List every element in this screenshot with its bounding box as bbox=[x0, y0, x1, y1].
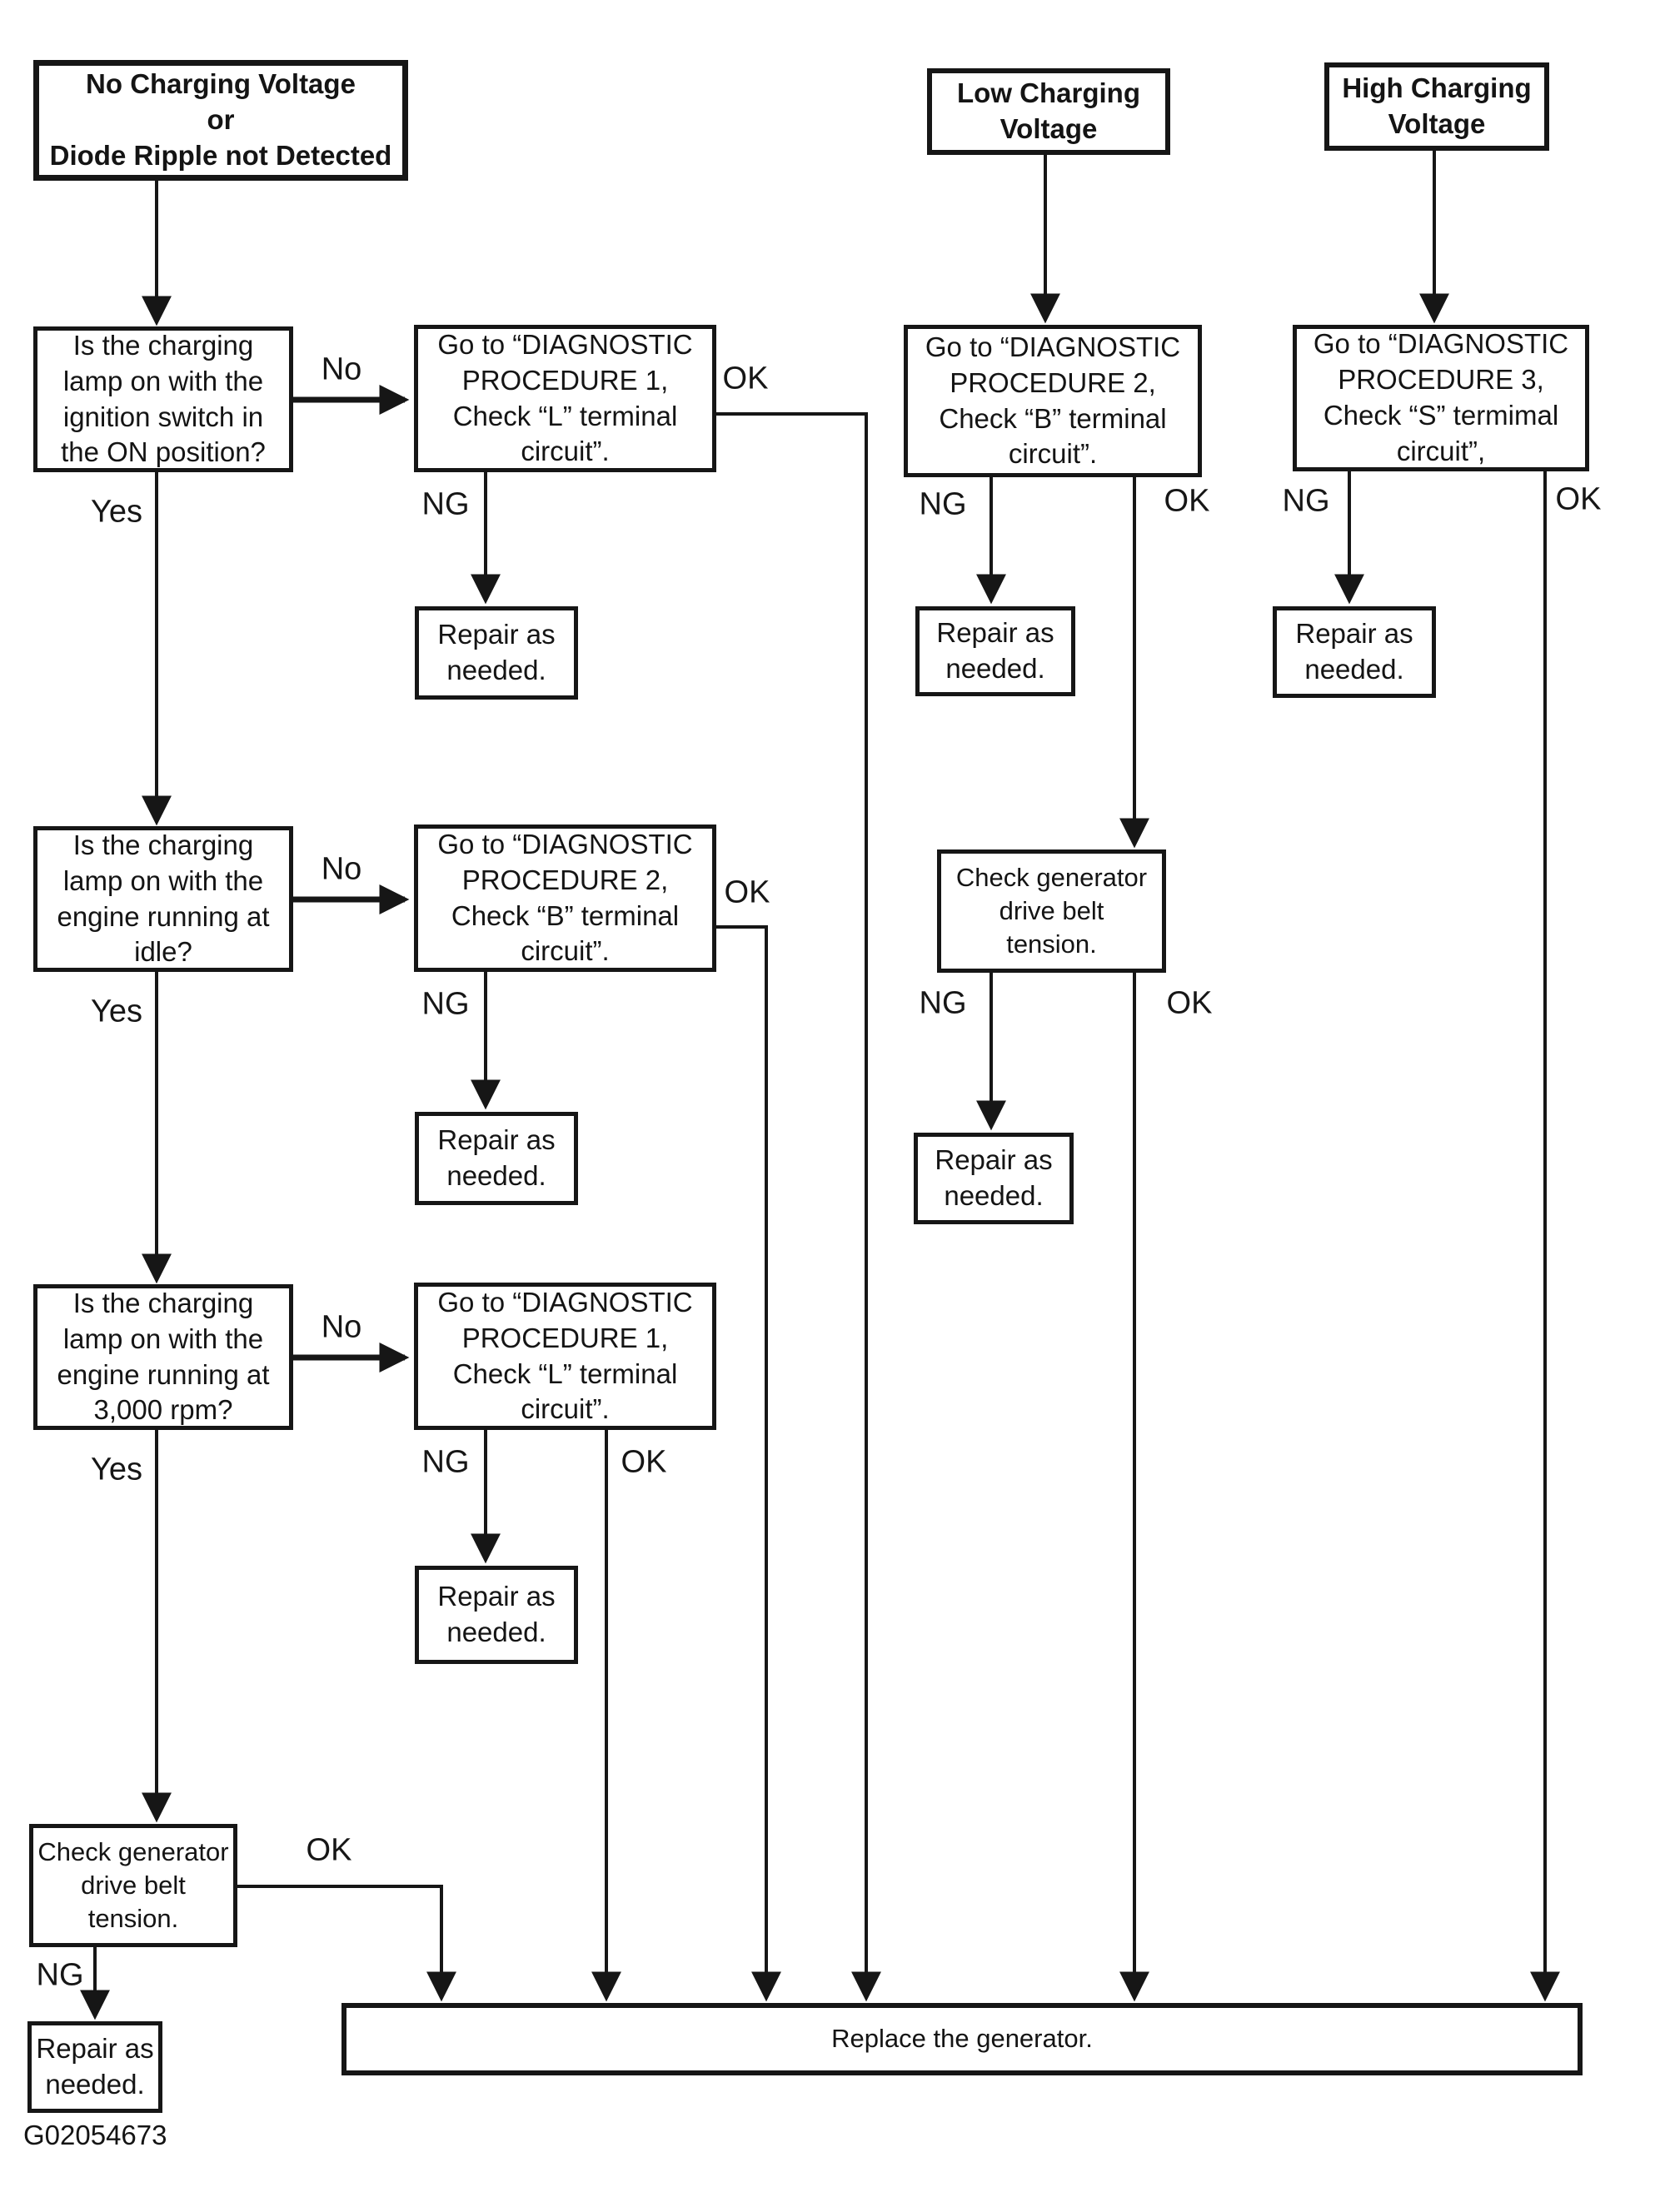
start-high-charging-voltage: High Charging Voltage bbox=[1324, 62, 1549, 151]
process-check-belt-tension-left: Check generator drive belt tension. bbox=[29, 1824, 237, 1947]
process-repair-as-needed-7: Repair as needed. bbox=[1273, 606, 1436, 698]
connector-proc2-ok-replace bbox=[716, 925, 781, 2002]
edge-label-ng-2: NG bbox=[421, 986, 470, 1022]
edge-label-no-1: No bbox=[321, 351, 362, 387]
process-repair-as-needed-3: Repair as needed. bbox=[415, 1566, 578, 1664]
question-lamp-ignition-on: Is the charging lamp on with the ignitio… bbox=[33, 326, 293, 472]
process-repair-as-needed-5: Repair as needed. bbox=[915, 606, 1075, 696]
edge-label-ng-5: NG bbox=[919, 486, 967, 522]
start-no-charging-voltage: No Charging Voltage or Diode Ripple not … bbox=[33, 60, 408, 181]
process-diagnostic-procedure-2-low: Go to “DIAGNOSTIC PROCEDURE 2, Check “B”… bbox=[904, 325, 1202, 477]
edge-label-yes-3: Yes bbox=[91, 1452, 142, 1487]
question-lamp-engine-3000rpm: Is the charging lamp on with the engine … bbox=[33, 1284, 293, 1430]
edge-label-ng-6: NG bbox=[919, 985, 967, 1021]
process-diagnostic-procedure-1-again: Go to “DIAGNOSTIC PROCEDURE 1, Check “L”… bbox=[414, 1283, 716, 1430]
edge-label-yes-1: Yes bbox=[91, 494, 142, 530]
edge-label-no-2: No bbox=[321, 851, 362, 887]
start-low-charging-voltage: Low Charging Voltage bbox=[927, 68, 1170, 155]
edge-label-ng-3: NG bbox=[421, 1444, 470, 1480]
process-check-belt-tension-middle: Check generator drive belt tension. bbox=[937, 849, 1166, 973]
process-diagnostic-procedure-2: Go to “DIAGNOSTIC PROCEDURE 2, Check “B”… bbox=[414, 825, 716, 972]
process-diagnostic-procedure-1: Go to “DIAGNOSTIC PROCEDURE 1, Check “L”… bbox=[414, 325, 716, 472]
figure-code: G02054673 bbox=[23, 2120, 167, 2150]
edge-label-yes-2: Yes bbox=[91, 994, 142, 1029]
terminal-replace-generator: Replace the generator. bbox=[341, 2003, 1583, 2075]
edge-label-ok-7: OK bbox=[1555, 481, 1602, 517]
edge-label-ok-5: OK bbox=[1164, 483, 1210, 519]
edge-label-ng-7: NG bbox=[1282, 483, 1330, 519]
process-repair-as-needed-4: Repair as needed. bbox=[27, 2021, 162, 2113]
question-lamp-engine-idle: Is the charging lamp on with the engine … bbox=[33, 826, 293, 972]
connector-belt-ok-replace bbox=[237, 1885, 456, 2002]
process-repair-as-needed-6: Repair as needed. bbox=[914, 1133, 1074, 1224]
edge-label-ok-3: OK bbox=[621, 1444, 667, 1480]
edge-label-no-3: No bbox=[321, 1309, 362, 1345]
edge-label-ok-2: OK bbox=[724, 874, 770, 910]
edge-label-ok-4: OK bbox=[306, 1832, 352, 1868]
edge-label-ng-4: NG bbox=[36, 1957, 84, 1993]
edge-label-ok-1: OK bbox=[722, 361, 769, 396]
edge-label-ok-6: OK bbox=[1166, 985, 1213, 1021]
edge-label-ng-1: NG bbox=[421, 486, 470, 522]
process-repair-as-needed-1: Repair as needed. bbox=[415, 606, 578, 700]
process-diagnostic-procedure-3-high: Go to “DIAGNOSTIC PROCEDURE 3, Check “S”… bbox=[1293, 325, 1589, 471]
connector-proc1-ok-replace bbox=[716, 412, 881, 2002]
process-repair-as-needed-2: Repair as needed. bbox=[415, 1112, 578, 1205]
